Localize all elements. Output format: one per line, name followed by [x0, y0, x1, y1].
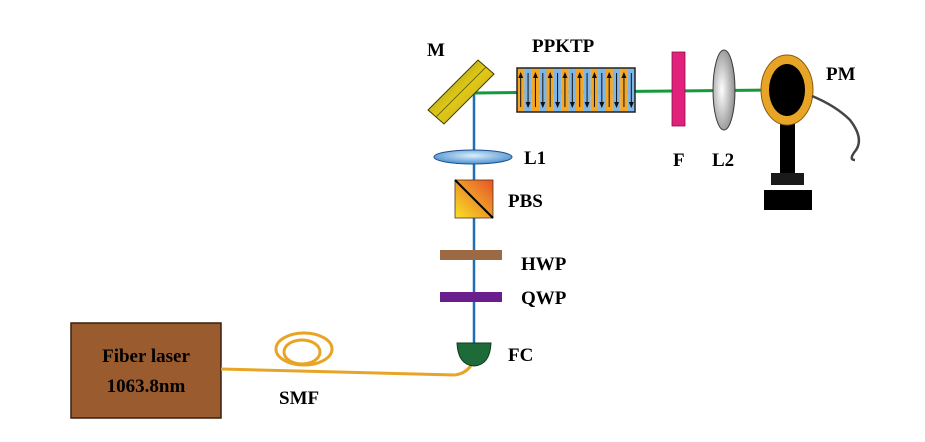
ppktp-arrow-up [532, 72, 538, 78]
filter-icon [671, 51, 686, 127]
ppktp-arrow-up [621, 72, 627, 78]
ppktp-arrow-down [525, 102, 531, 108]
ppktp-crystal-icon [516, 67, 636, 113]
fc-label: FC [508, 345, 533, 366]
ppktp-border [516, 67, 636, 113]
lens-l2-icon [712, 49, 736, 131]
ppktp-arrow-up [577, 72, 583, 78]
beam-splitter-cube-icon [454, 179, 494, 219]
l1-label: L1 [524, 148, 546, 169]
qwp-label: QWP [521, 288, 567, 309]
ppktp-arrow-down [569, 102, 575, 108]
hwp-waveplate-icon [440, 250, 502, 260]
f-label: F [673, 150, 685, 171]
fiber-coupler-icon [456, 342, 492, 367]
pbs-label: PBS [508, 191, 543, 212]
ppktp-arrow-up [591, 72, 597, 78]
ppktp-arrow-up [606, 72, 612, 78]
smf-label: SMF [279, 388, 319, 409]
m-label: M [427, 40, 445, 61]
single-mode-fiber [220, 331, 476, 377]
ppktp-arrow-down [540, 102, 546, 108]
ppktp-arrow-down [628, 102, 634, 108]
ppktp-arrow-down [584, 102, 590, 108]
power-meter-icon [760, 54, 861, 210]
lens-l1-icon [433, 149, 513, 165]
l2-label: L2 [712, 150, 734, 171]
ppktp-arrow-down [614, 102, 620, 108]
ppktp-label: PPKTP [532, 36, 595, 57]
pm-label: PM [826, 64, 856, 85]
ppktp-arrow-up [547, 72, 553, 78]
qwp-waveplate-icon [440, 292, 502, 302]
laser-label-line2: 1063.8nm [107, 376, 186, 397]
hwp-label: HWP [521, 254, 567, 275]
ppktp-arrow-down [599, 102, 605, 108]
ppktp-arrow-up [562, 72, 568, 78]
fiber-laser-box [70, 322, 222, 419]
ppktp-arrow-down [555, 102, 561, 108]
mirror-icon [427, 59, 495, 125]
ppktp-arrow-up [518, 72, 524, 78]
laser-label-line1: Fiber laser [102, 346, 190, 367]
